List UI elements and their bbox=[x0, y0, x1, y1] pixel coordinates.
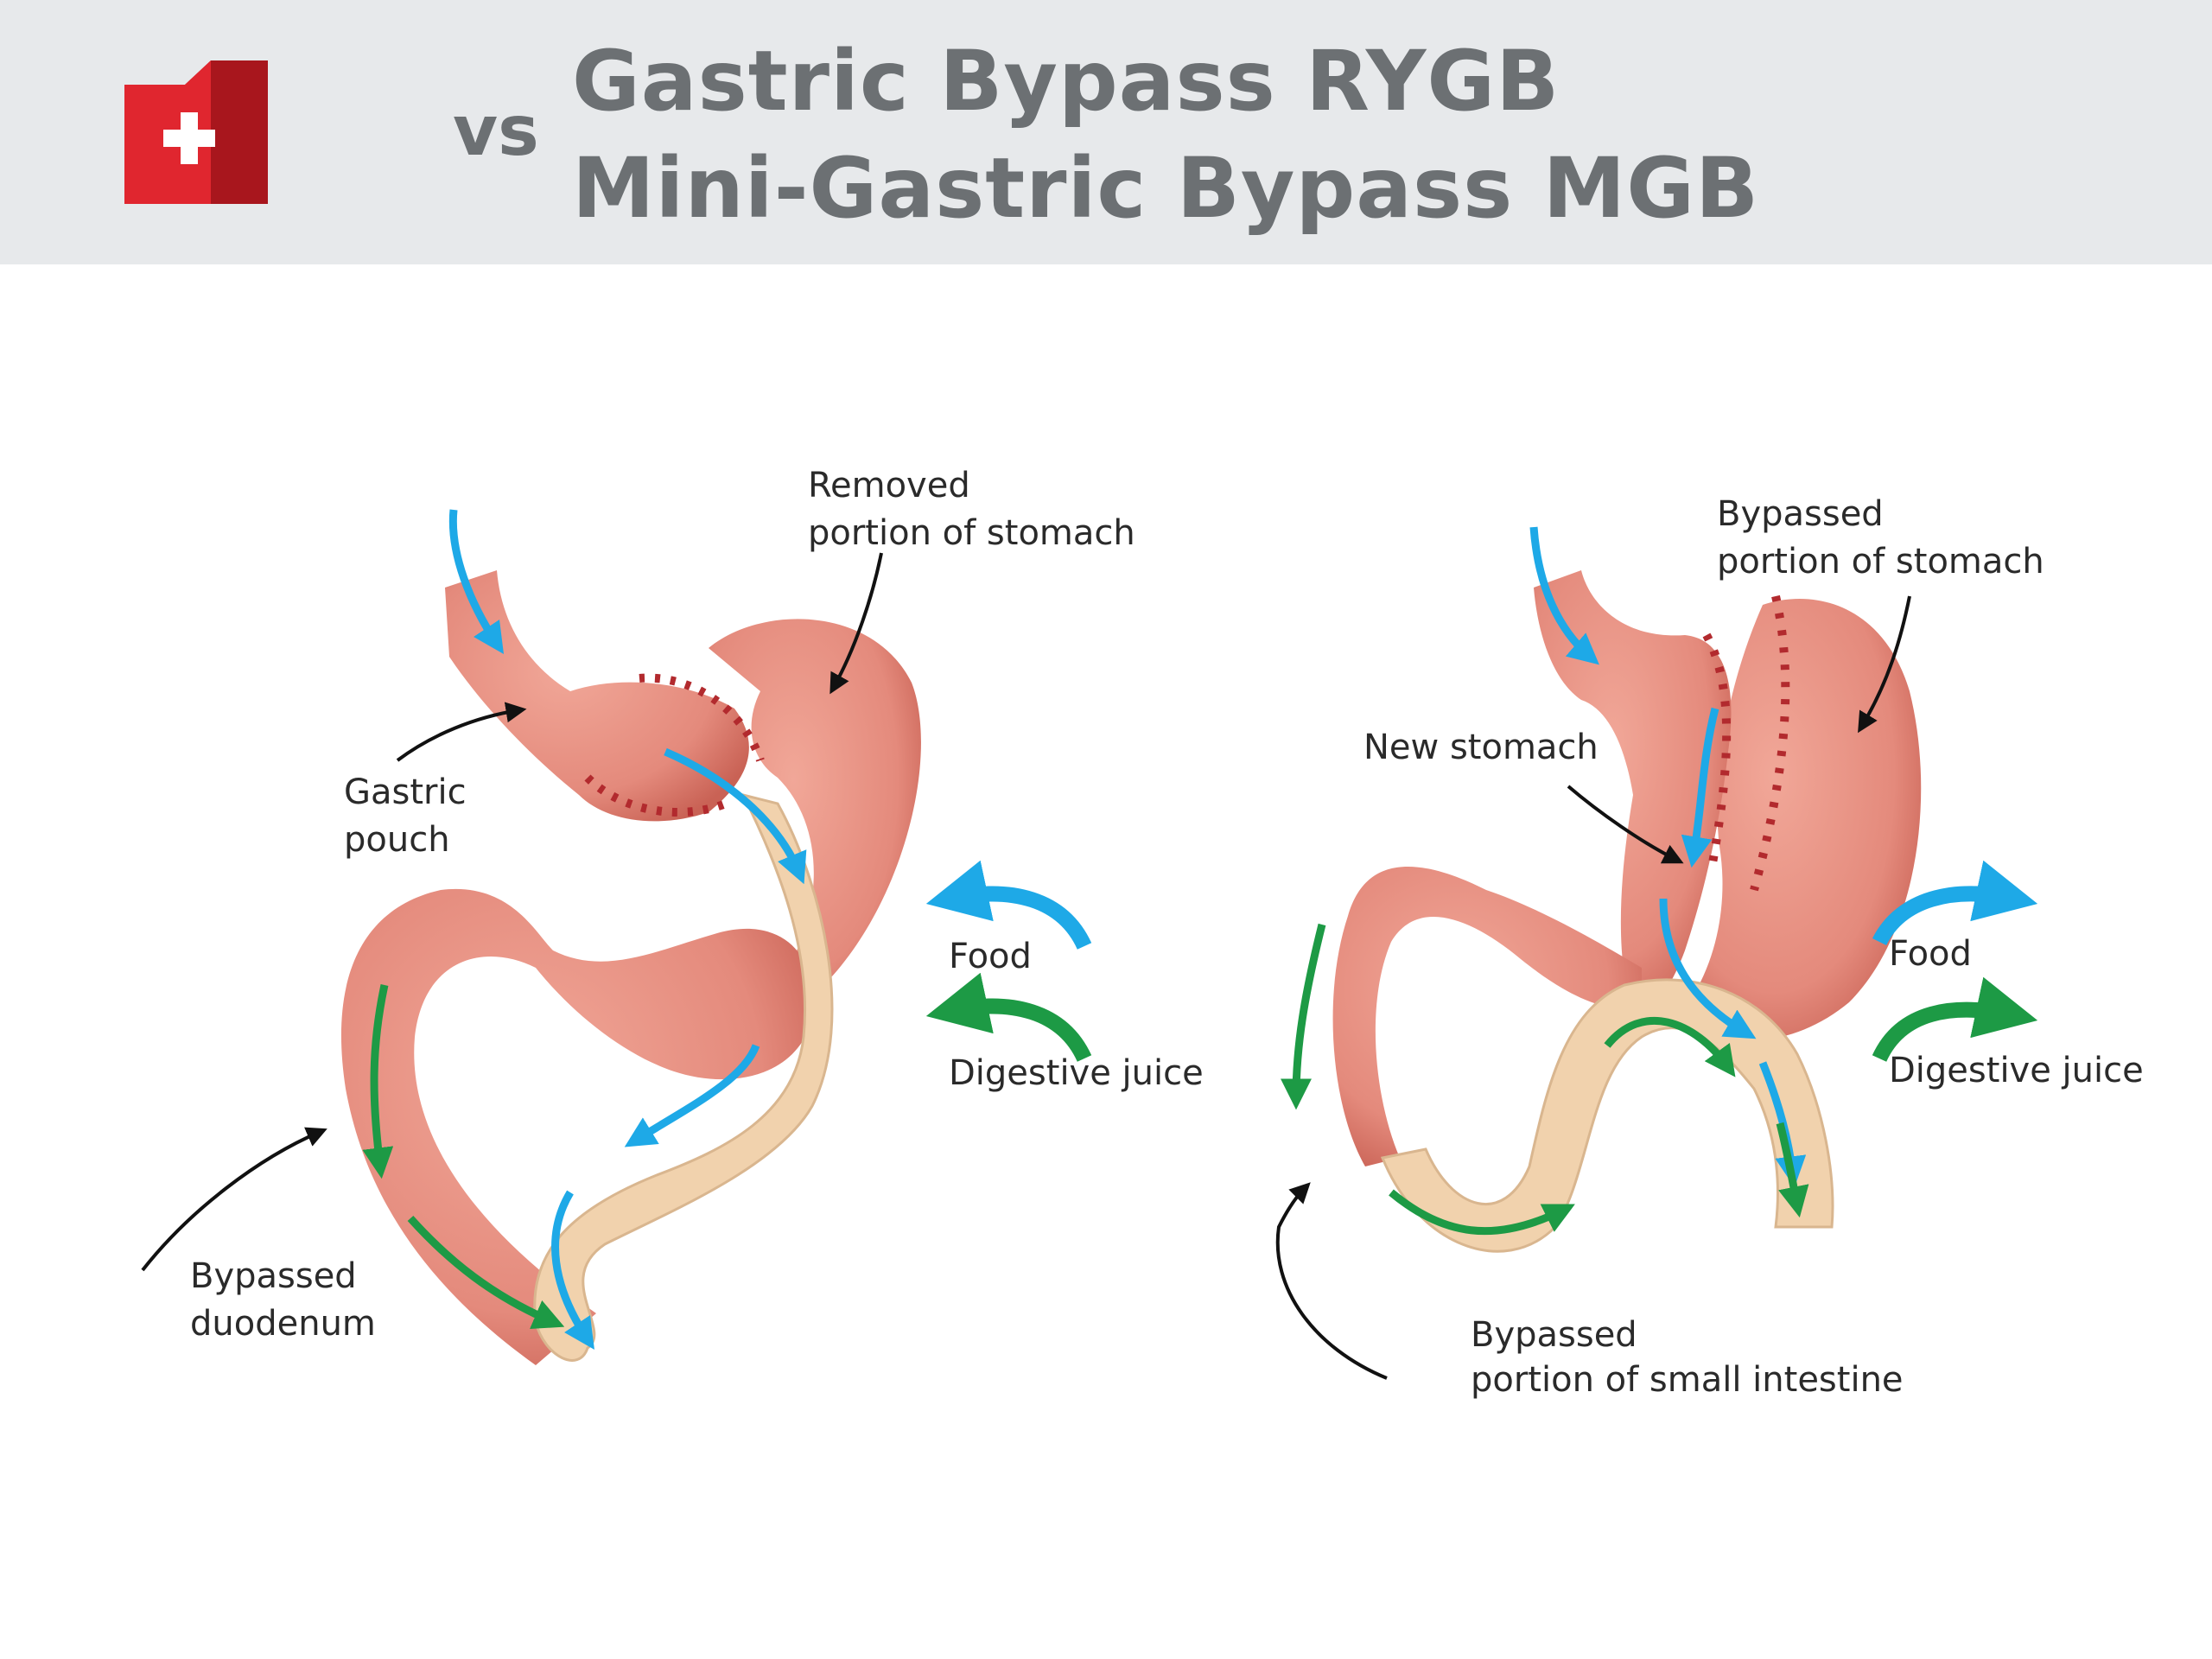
label-removed-line1: Removed bbox=[808, 466, 970, 505]
roux-limb bbox=[533, 792, 834, 1362]
efferent-loop bbox=[1380, 978, 1834, 1253]
header-bar: vs Gastric Bypass RYGB Mini-Gastric Bypa… bbox=[0, 0, 2212, 264]
legend-juice-label: Digestive juice bbox=[949, 1053, 1204, 1093]
label-duodenum-line2: duodenum bbox=[190, 1304, 376, 1344]
duodenum bbox=[340, 888, 814, 1365]
medical-cross-icon bbox=[124, 60, 268, 204]
gastric-pouch bbox=[445, 570, 749, 822]
diagram-canvas: Removed portion of stomach Gastric pouch… bbox=[141, 466, 2144, 1400]
legend-food-label: Food bbox=[949, 937, 1032, 976]
pointer-arrow bbox=[830, 552, 883, 695]
food-arrow-icon bbox=[1872, 860, 2038, 946]
label-bypassed-stomach-line1: Bypassed bbox=[1717, 494, 1884, 534]
pointer-arrow bbox=[1567, 785, 1684, 864]
title-rygb: Gastric Bypass RYGB bbox=[572, 33, 1560, 130]
food-arrow-icon bbox=[925, 860, 1092, 950]
juice-arrow-icon bbox=[925, 972, 1092, 1063]
rygb-illustration bbox=[141, 509, 921, 1365]
title-mgb: Mini-Gastric Bypass MGB bbox=[572, 140, 1760, 237]
removed-stomach bbox=[709, 619, 921, 1020]
legend-juice-label: Digestive juice bbox=[1889, 1051, 2144, 1090]
pointer-arrow bbox=[1275, 1182, 1388, 1380]
label-pouch-line1: Gastric bbox=[344, 772, 467, 812]
legend-right: Food Digestive juice bbox=[1872, 860, 2144, 1090]
legend-food-label: Food bbox=[1889, 934, 1972, 974]
pointer-arrow bbox=[396, 702, 527, 762]
legend-left: Food Digestive juice bbox=[925, 860, 1204, 1093]
pointer-arrow bbox=[141, 1127, 327, 1272]
label-pouch-line2: pouch bbox=[344, 820, 450, 860]
label-intestine-line2: portion of small intestine bbox=[1471, 1360, 1904, 1400]
label-duodenum-line1: Bypassed bbox=[190, 1256, 357, 1296]
label-bypassed-stomach-line2: portion of stomach bbox=[1717, 542, 2044, 582]
juice-arrow-icon bbox=[1872, 976, 2038, 1063]
label-new-stomach: New stomach bbox=[1363, 728, 1599, 767]
pointer-arrow bbox=[1858, 595, 1911, 734]
vs-label: vs bbox=[453, 91, 539, 171]
afferent-loop bbox=[1332, 866, 1642, 1166]
label-removed-line2: portion of stomach bbox=[808, 513, 1135, 553]
bypassed-stomach bbox=[1676, 599, 1922, 1041]
new-stomach bbox=[1534, 570, 1732, 1007]
mgb-illustration bbox=[1275, 526, 1922, 1380]
label-intestine-line1: Bypassed bbox=[1471, 1315, 1637, 1355]
